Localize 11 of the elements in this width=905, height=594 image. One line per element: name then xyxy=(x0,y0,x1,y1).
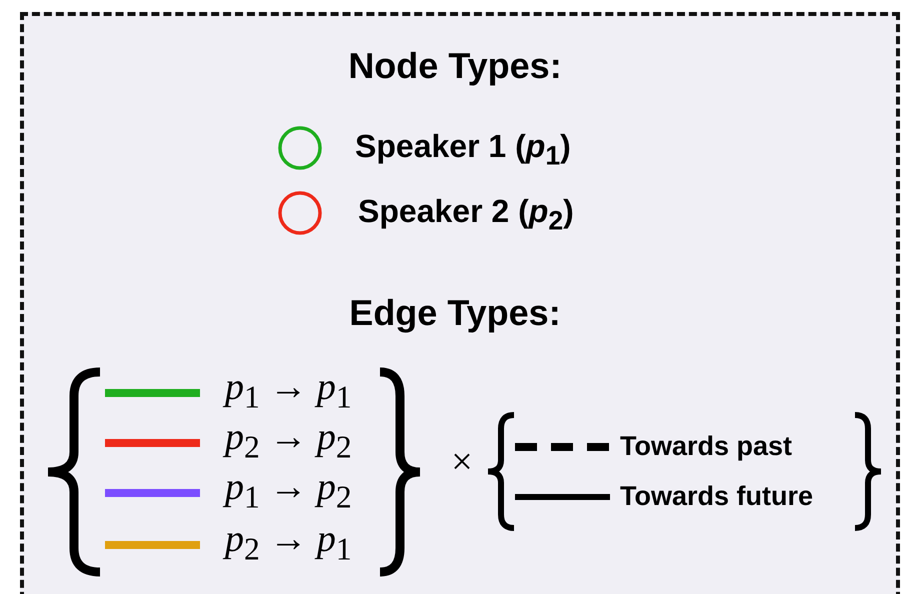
section-heading: Node Types: xyxy=(348,45,562,87)
legend-label: Towards past xyxy=(620,431,792,462)
legend-label: p$_{2}$ → p$_{1}$ xyxy=(225,517,352,568)
legend-label: Speaker 1 (p$_{1}$) xyxy=(355,128,571,172)
multiplication-sign: × xyxy=(451,440,473,484)
legend-label: Towards future xyxy=(620,481,814,512)
section-heading: Edge Types: xyxy=(349,292,561,334)
legend-label: p$_{1}$ → p$_{1}$ xyxy=(225,365,352,416)
legend-label: p$_{2}$ → p$_{2}$ xyxy=(225,415,352,466)
legend-label: Speaker 2 (p$_{2}$) xyxy=(358,193,574,236)
legend-label: p$_{1}$ → p$_{2}$ xyxy=(225,465,352,516)
